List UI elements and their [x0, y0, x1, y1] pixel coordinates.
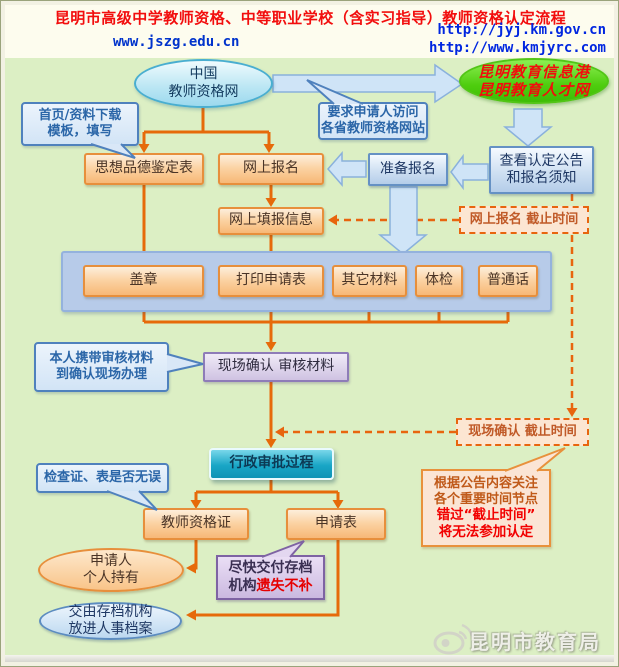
weibo-icon [433, 623, 474, 655]
arrow-down-from-prepare [377, 186, 429, 255]
pointer-visit [306, 79, 364, 105]
watermark-label: 昆明市教育局 [469, 630, 601, 654]
arrow-left-to-prepare [450, 153, 489, 191]
node-archive: 交由存档机构 放进人事档案 [39, 602, 182, 640]
callout-homepage-download: 首页/资料下载 模板，填写 [21, 102, 139, 146]
gov-urls: http://jyj.km.gov.cn http://www.kmjyrc.c… [429, 21, 606, 57]
node-online-fill: 网上填报信息 [218, 207, 324, 235]
deadline-dashed-arrowheads [275, 214, 578, 438]
node-physical-exam: 体检 [415, 265, 463, 297]
kmjyrc-url-text: http://www.kmjyrc.com [428, 40, 606, 56]
arrow-down-from-portal [502, 108, 554, 147]
arrow-right-to-portal [272, 63, 464, 104]
callout-deadline-warning: 根据公告内容关注 各个重要时间节点 错过“截止时间” 将无法参加认定 [421, 469, 551, 547]
node-onsite-confirm: 现场确认 审核材料 [203, 352, 349, 382]
pointer-warning [504, 447, 566, 472]
node-online-register: 网上报名 [218, 153, 324, 185]
node-teacher-cert: 教师资格证 [143, 508, 249, 540]
node-admin-approval: 行政审批过程 [209, 448, 334, 480]
callout-visit-site: 要求申请人访问 各省教师资格网站 [318, 102, 428, 140]
node-print-form: 打印申请表 [218, 265, 324, 297]
callout-deliver-archive: 尽快交付存档 机构遗失不补 [216, 555, 325, 600]
callout-check-cert: 检查证、表是否无误 [36, 463, 169, 493]
node-check-notice: 查看认定公告 和报名须知 [489, 146, 594, 194]
node-seal: 盖章 [83, 265, 204, 297]
node-applicant-hold: 申请人 个人持有 [38, 548, 184, 592]
deadline-online-register: 网上报名 截止时间 [459, 206, 589, 234]
node-china-teacher-net: 中国 教师资格网 [134, 59, 273, 108]
header-band [5, 5, 614, 58]
page-title: 昆明市高级中学教师资格、中等职业学校（含实习指导）教师资格认定流程 [54, 9, 567, 27]
node-mandarin: 普通话 [478, 265, 538, 297]
pointer-carry [166, 353, 204, 373]
node-moral-form: 思想品德鉴定表 [84, 153, 204, 185]
node-kunming-portal: 昆明教育信息港 昆明教育人才网 [459, 58, 609, 104]
callout-carry-materials: 本人携带审核材料 到确认现场办理 [34, 342, 169, 392]
node-application-form: 申请表 [286, 508, 386, 540]
arrow-left-to-register [327, 151, 367, 187]
jyj-url-text: http://jyj.km.gov.cn [437, 22, 606, 38]
node-prepare-register: 准备报名 [368, 153, 448, 186]
jszg-url-text: www.jszg.edu.cn [113, 34, 240, 50]
deadline-onsite-confirm: 现场确认 截止时间 [456, 418, 589, 446]
node-other-materials: 其它材料 [332, 265, 407, 297]
bottom-edge-strip [5, 655, 614, 662]
